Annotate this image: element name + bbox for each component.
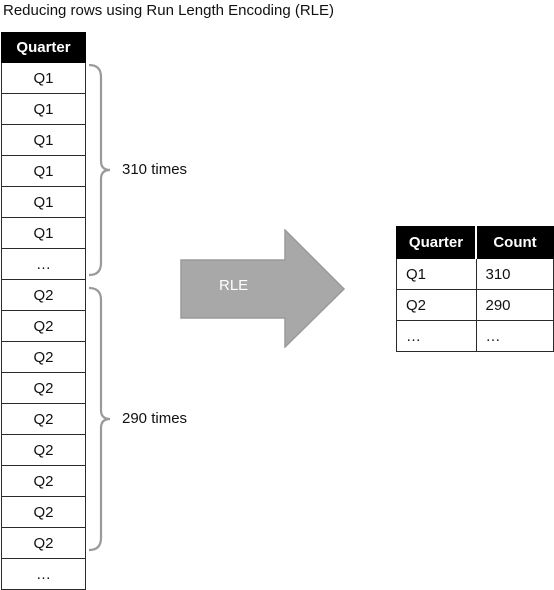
- source-table-cell: Q2: [1, 310, 86, 342]
- source-table-cell: Q1: [1, 93, 86, 125]
- source-table-cell: Q2: [1, 403, 86, 435]
- source-table-row: Q2: [1, 310, 86, 342]
- q2-curly-brace: [88, 286, 111, 552]
- result-table-row: … …: [396, 320, 554, 352]
- result-count-cell: 310: [475, 258, 554, 290]
- source-table-cell: Q2: [1, 465, 86, 497]
- source-table-cell: Q1: [1, 124, 86, 156]
- source-table-row: Q2: [1, 341, 86, 373]
- result-table-row: Q2 290: [396, 289, 554, 321]
- result-table-header-row: Quarter Count: [396, 226, 554, 259]
- result-header-quarter: Quarter: [396, 226, 476, 259]
- source-table-cell: …: [1, 248, 86, 280]
- source-table-cell: Q2: [1, 496, 86, 528]
- source-table-row: Q1: [1, 217, 86, 249]
- source-table-cell: Q1: [1, 217, 86, 249]
- result-header-count: Count: [475, 226, 554, 259]
- source-table-cell: …: [1, 558, 86, 590]
- source-quarter-table: Quarter Q1 Q1 Q1 Q1 Q1 Q1 … Q2 Q2 Q2 Q2 …: [1, 32, 86, 590]
- source-table-cell: Q1: [1, 62, 86, 94]
- q1-count-label: 310 times: [122, 161, 188, 178]
- source-table-row: Q2: [1, 434, 86, 466]
- source-table-cell: Q1: [1, 155, 86, 187]
- result-count-cell: …: [475, 320, 554, 352]
- rle-arrow-icon: [180, 229, 346, 348]
- rle-arrow-label: RLE: [219, 277, 249, 294]
- q1-curly-brace: [88, 63, 111, 277]
- source-table-cell: Q1: [1, 186, 86, 218]
- source-table-cell: Q2: [1, 434, 86, 466]
- result-quarter-cell: …: [396, 320, 477, 352]
- source-table-row: …: [1, 248, 86, 280]
- source-table-row: Q1: [1, 93, 86, 125]
- source-table-row: Q1: [1, 62, 86, 94]
- diagram-title: Reducing rows using Run Length Encoding …: [3, 2, 335, 19]
- result-quarter-cell: Q2: [396, 289, 477, 321]
- source-table-cell: Q2: [1, 341, 86, 373]
- source-table-row: Q2: [1, 403, 86, 435]
- source-table-cell: Q2: [1, 279, 86, 311]
- source-table-row: Q2: [1, 465, 86, 497]
- source-table-row: Q2: [1, 279, 86, 311]
- source-table-row: Q1: [1, 186, 86, 218]
- source-table-row: …: [1, 558, 86, 590]
- source-table-row: Q2: [1, 496, 86, 528]
- source-table-header-row: Quarter: [1, 32, 86, 63]
- source-table-row: Q2: [1, 527, 86, 559]
- source-table-row: Q1: [1, 124, 86, 156]
- source-table-header-quarter: Quarter: [1, 32, 86, 63]
- source-table-cell: Q2: [1, 372, 86, 404]
- rle-result-table: Quarter Count Q1 310 Q2 290 … …: [396, 226, 554, 352]
- source-table-row: Q2: [1, 372, 86, 404]
- source-table-cell: Q2: [1, 527, 86, 559]
- q2-count-label: 290 times: [122, 410, 188, 427]
- source-table-row: Q1: [1, 155, 86, 187]
- rle-arrow-shape: [180, 229, 346, 348]
- result-count-cell: 290: [475, 289, 554, 321]
- result-table-row: Q1 310: [396, 258, 554, 290]
- result-quarter-cell: Q1: [396, 258, 477, 290]
